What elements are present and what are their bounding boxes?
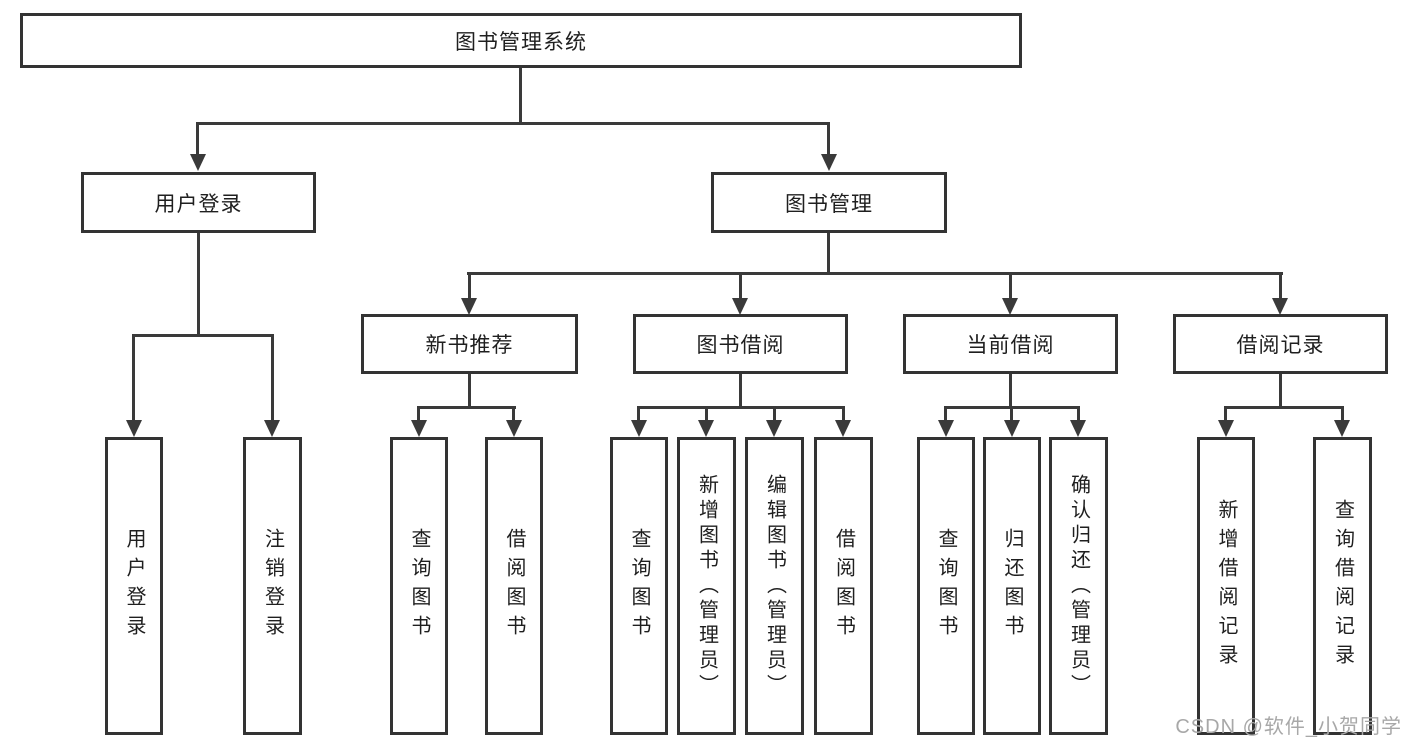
leaf-confirm-return-admin: 确认归还（管理员） [1049, 437, 1108, 735]
connector-line [467, 272, 1283, 275]
leaf-label: 用户登录 [123, 528, 145, 644]
arrow-down-icon [1004, 420, 1020, 437]
node-label: 新书推荐 [425, 334, 514, 357]
leaf-query-books-3: 查询图书 [917, 437, 975, 735]
connector-line [132, 334, 274, 337]
arrow-down-icon [732, 298, 748, 315]
arrow-down-icon [835, 420, 851, 437]
arrow-down-icon [1002, 298, 1018, 315]
connector-line [132, 334, 135, 420]
leaf-label: 编辑图书（管理员） [763, 473, 786, 699]
connector-line [1009, 272, 1012, 300]
leaf-label: 查询图书 [408, 528, 430, 644]
leaf-label: 新增图书（管理员） [695, 473, 718, 699]
leaf-label: 查询图书 [935, 528, 957, 644]
leaf-label: 借阅图书 [832, 528, 855, 644]
connector-line [1224, 406, 1227, 421]
arrow-down-icon [1272, 298, 1288, 315]
node-label: 用户登录 [154, 192, 243, 216]
arrow-down-icon [631, 420, 647, 437]
connector-line [512, 406, 515, 421]
leaf-label: 新增借阅记录 [1215, 499, 1237, 673]
arrow-down-icon [461, 298, 477, 315]
connector-line [739, 374, 742, 408]
arrow-down-icon [766, 420, 782, 437]
leaf-label: 注销登录 [261, 528, 284, 644]
arrow-down-icon [938, 420, 954, 437]
leaf-label: 归还图书 [1001, 528, 1023, 644]
node-label: 当前借阅 [966, 334, 1055, 357]
leaf-user-login: 用户登录 [105, 437, 163, 735]
leaf-edit-books-admin: 编辑图书（管理员） [745, 437, 804, 735]
connector-line [468, 272, 471, 300]
connector-line [1279, 374, 1282, 408]
leaf-query-books-2: 查询图书 [610, 437, 668, 735]
connector-line [196, 122, 199, 155]
connector-line [773, 406, 776, 421]
connector-line [197, 122, 830, 125]
connector-line [1224, 406, 1344, 409]
node-book-borrowing: 图书借阅 [633, 314, 848, 374]
connector-line [705, 406, 708, 421]
leaf-label: 查询图书 [628, 528, 650, 644]
leaf-logout: 注销登录 [243, 437, 302, 735]
connector-line [1077, 406, 1080, 421]
leaf-query-books-1: 查询图书 [390, 437, 448, 735]
connector-line [739, 272, 742, 300]
arrow-down-icon [1334, 420, 1350, 437]
connector-line [944, 406, 947, 421]
node-book-management: 图书管理 [711, 172, 947, 233]
node-new-book-recommendation: 新书推荐 [361, 314, 578, 374]
leaf-borrow-books-2: 借阅图书 [814, 437, 873, 735]
arrow-down-icon [1070, 420, 1086, 437]
connector-line [827, 122, 830, 155]
leaf-add-books-admin: 新增图书（管理员） [677, 437, 736, 735]
connector-line [637, 406, 640, 421]
leaf-label: 查询借阅记录 [1331, 499, 1354, 673]
connector-line [1010, 406, 1013, 421]
leaf-borrow-books-1: 借阅图书 [485, 437, 543, 735]
connector-line [417, 406, 516, 409]
connector-line [519, 68, 522, 125]
leaf-label: 借阅图书 [503, 528, 525, 644]
connector-line [637, 406, 845, 409]
leaf-label: 确认归还（管理员） [1067, 473, 1090, 699]
arrow-down-icon [821, 154, 837, 171]
node-label: 图书借阅 [696, 334, 785, 357]
connector-line [1009, 374, 1012, 408]
connector-line [1341, 406, 1344, 421]
connector-line [827, 233, 830, 274]
arrow-down-icon [411, 420, 427, 437]
node-label: 借阅记录 [1236, 334, 1325, 357]
node-label: 图书管理系统 [455, 30, 587, 54]
arrow-down-icon [506, 420, 522, 437]
arrow-down-icon [698, 420, 714, 437]
leaf-return-books: 归还图书 [983, 437, 1041, 735]
node-label: 图书管理 [785, 192, 873, 216]
node-current-borrowing: 当前借阅 [903, 314, 1118, 374]
connector-line [197, 233, 200, 337]
arrow-down-icon [1218, 420, 1234, 437]
leaf-add-borrow-record: 新增借阅记录 [1197, 437, 1255, 735]
leaf-query-borrow-record: 查询借阅记录 [1313, 437, 1372, 735]
arrow-down-icon [264, 420, 280, 437]
connector-line [1279, 272, 1282, 300]
connector-line [842, 406, 845, 421]
csdn-watermark: CSDN @软件_小贺同学 [1175, 716, 1402, 738]
node-library-management-system: 图书管理系统 [20, 13, 1022, 68]
connector-line [271, 334, 274, 420]
arrow-down-icon [190, 154, 206, 171]
node-borrowing-records: 借阅记录 [1173, 314, 1388, 374]
connector-line [417, 406, 420, 421]
arrow-down-icon [126, 420, 142, 437]
node-user-login: 用户登录 [81, 172, 316, 233]
connector-line [468, 374, 471, 408]
